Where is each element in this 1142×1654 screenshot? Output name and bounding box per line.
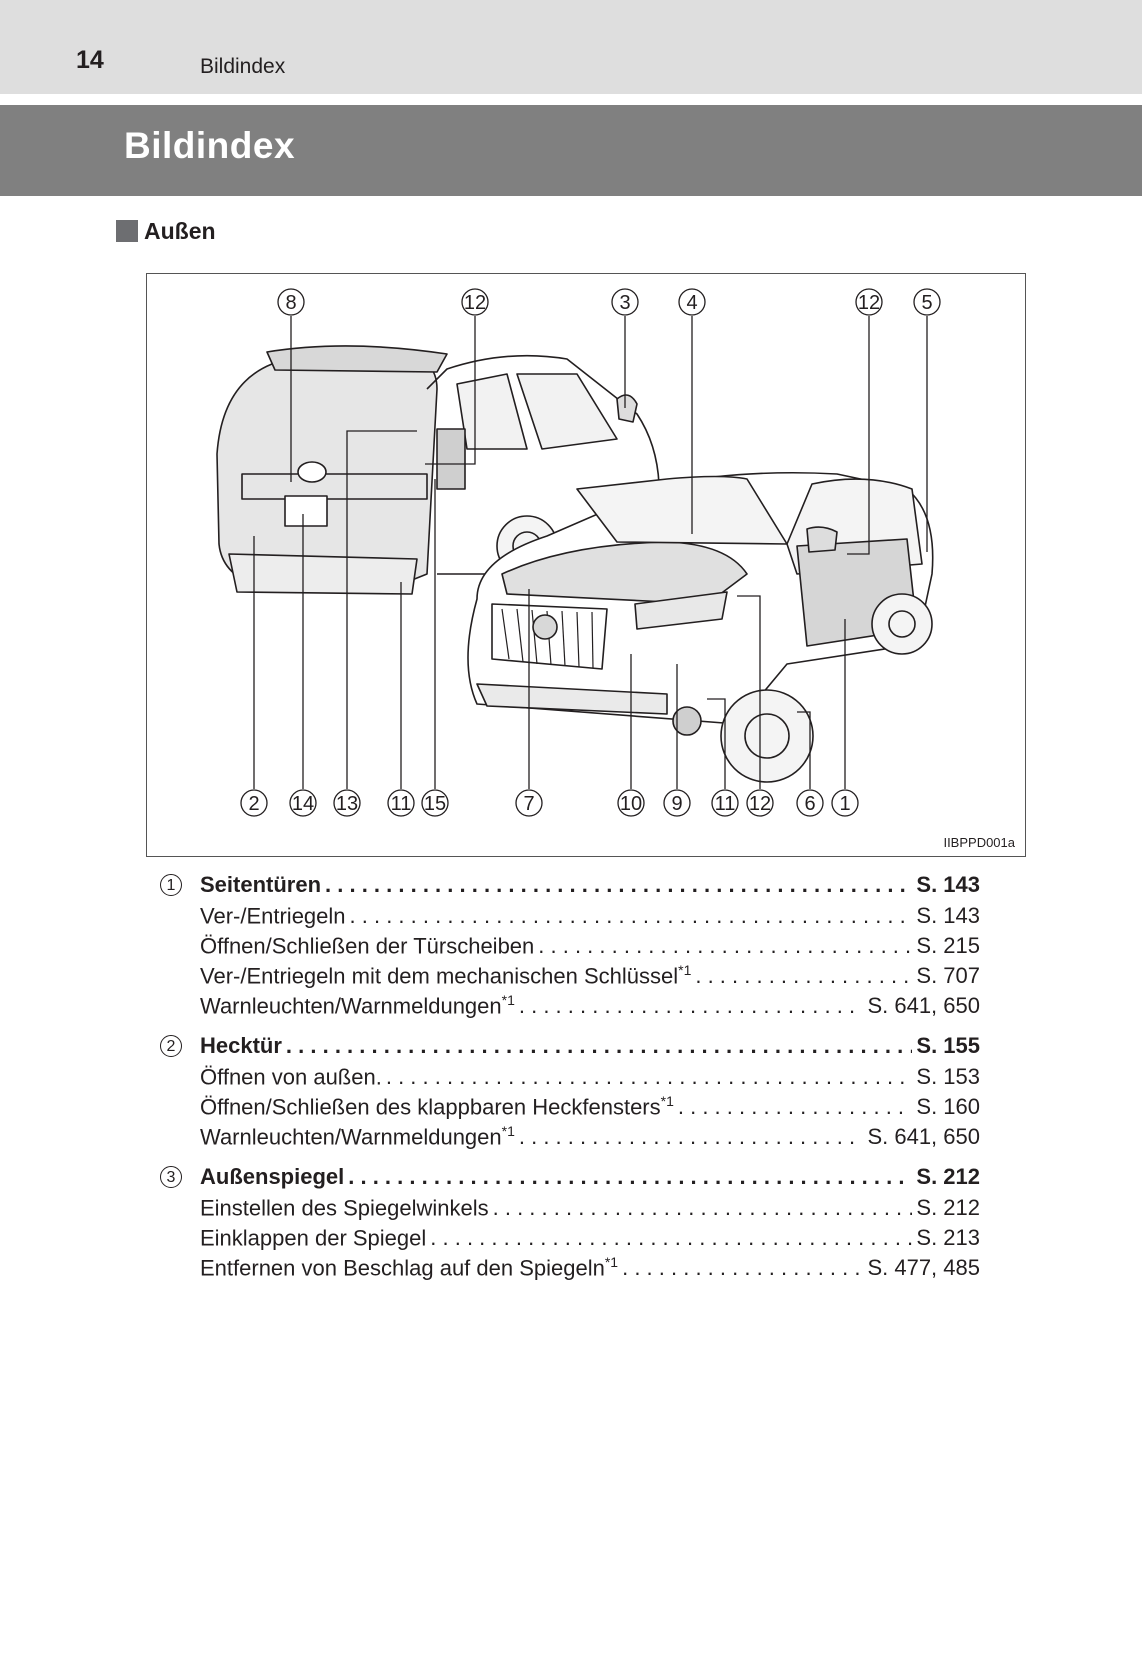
entry-label: Warnleuchten/Warnmeldungen*1 [200, 1123, 515, 1150]
callout-bottom-12-label: 1 [839, 793, 850, 815]
callout-bottom-11-label: 6 [804, 793, 815, 815]
callout-bottom-1-label: 2 [248, 793, 259, 815]
entry-page: S. 707 [916, 963, 980, 989]
index-group-3: 3 Außenspiegel S. 212 Einstellen des Spie… [160, 1164, 980, 1284]
entry-label: Entfernen von Beschlag auf den Spiegeln*… [200, 1254, 619, 1281]
entry-page: S. 641, 650 [867, 1124, 980, 1150]
callout-bottom-7-label: 10 [620, 793, 642, 815]
entry-label: Warnleuchten/Warnmeldungen*1 [200, 992, 515, 1019]
index-entry-main[interactable]: Hecktür S. 155 [200, 1033, 980, 1063]
index-entry[interactable]: Ver-/Entriegeln mit dem mechanischen Sch… [200, 962, 980, 992]
index-entry[interactable]: Einstellen des Spiegelwinkels S. 212 [200, 1194, 980, 1224]
section-square-icon [116, 220, 138, 242]
callout-bottom-11: 6 [796, 789, 824, 817]
entry-label: Öffnen/Schließen des klappbaren Heckfens… [200, 1093, 674, 1120]
callout-bottom-1: 2 [240, 789, 268, 817]
entry-page: S. 212 [916, 1164, 980, 1189]
index-entry[interactable]: Öffnen/Schließen des klappbaren Heckfens… [200, 1093, 980, 1123]
entry-page: S. 212 [916, 1195, 980, 1221]
entry-page: S. 641, 650 [867, 993, 980, 1019]
entry-page: S. 143 [916, 903, 980, 929]
callouts-bottom: 2 14 13 11 15 7 10 9 11 12 6 1 [240, 789, 859, 817]
callout-bottom-3: 13 [333, 789, 361, 817]
entry-label: Öffnen von außen. [200, 1064, 382, 1090]
entry-label: Hecktür [200, 1033, 282, 1058]
callout-top-2-label: 12 [464, 292, 486, 314]
entry-label: Ver-/Entriegeln mit dem mechanischen Sch… [200, 962, 692, 989]
entry-page: S. 477, 485 [867, 1255, 980, 1281]
callout-bottom-2: 14 [289, 789, 317, 817]
running-head: Bildindex [200, 55, 286, 78]
entry-label: Seitentüren [200, 872, 322, 897]
entry-page: S. 213 [916, 1225, 980, 1251]
callout-bottom-5: 15 [421, 789, 449, 817]
callout-bottom-9-label: 11 [715, 793, 736, 815]
callout-top-6-label: 5 [921, 292, 932, 314]
callout-bottom-4: 11 [387, 789, 415, 817]
callout-bottom-6-label: 7 [523, 793, 534, 815]
callout-bottom-12: 1 [831, 789, 859, 817]
entry-page: S. 153 [916, 1064, 980, 1090]
callout-bottom-8-label: 9 [671, 793, 682, 815]
vehicle-drawing: 8 12 3 4 12 5 2 14 13 11 15 7 10 9 11 12… [216, 288, 941, 817]
callout-bottom-8: 9 [663, 789, 691, 817]
entry-label: Einstellen des Spiegelwinkels [200, 1195, 489, 1221]
entry-label: Einklappen der Spiegel [200, 1225, 427, 1251]
page-number: 14 [76, 46, 104, 74]
index-entry[interactable]: Warnleuchten/Warnmeldungen*1 S. 641, 650 [200, 992, 980, 1022]
callout-top-1: 8 [277, 288, 305, 316]
entry-label: Öffnen/Schließen der Türscheiben [200, 933, 535, 959]
callout-bottom-7: 10 [617, 789, 645, 817]
index-entry-main[interactable]: Außenspiegel S. 212 [200, 1164, 980, 1194]
index-list: 1 Seitentüren S. 143 Ver-/Entriegeln S. 14… [160, 872, 980, 1295]
index-group-3-number: 3 [160, 1166, 182, 1188]
index-entry[interactable]: Öffnen/Schließen der Türscheiben S. 215 [200, 932, 980, 962]
entry-page: S. 155 [916, 1033, 980, 1058]
callout-bottom-6: 7 [515, 789, 543, 817]
callouts-top: 8 12 3 4 12 5 [277, 288, 941, 316]
index-group-1-number: 1 [160, 874, 182, 896]
callout-bottom-10-label: 12 [749, 793, 771, 815]
index-entry[interactable]: Öffnen von außen. S. 153 [200, 1063, 980, 1093]
header-bar: 14 Bildindex [0, 0, 1142, 94]
section-title: Außen [144, 217, 216, 244]
entry-label: Ver-/Entriegeln [200, 903, 346, 929]
callout-top-5: 12 [855, 288, 883, 316]
index-entry[interactable]: Einklappen der Spiegel S. 213 [200, 1224, 980, 1254]
entry-page: S. 215 [916, 933, 980, 959]
callout-bottom-2-label: 14 [292, 793, 314, 815]
index-entry[interactable]: Entfernen von Beschlag auf den Spiegeln*… [200, 1254, 980, 1284]
callout-top-2: 12 [461, 288, 489, 316]
callout-bottom-10: 12 [746, 789, 774, 817]
callout-bottom-5-label: 15 [424, 793, 446, 815]
callout-top-5-label: 12 [858, 292, 880, 314]
entry-page: S. 160 [916, 1094, 980, 1120]
callout-top-3-label: 3 [619, 292, 630, 314]
page-title: Bildindex [124, 125, 296, 166]
callout-top-1-label: 8 [285, 292, 296, 314]
index-group-2: 2 HecktürS. 155 Öffnen von außen.S. 153 … [160, 1033, 980, 1153]
entry-page: S. 143 [916, 872, 980, 897]
callout-top-6: 5 [913, 288, 941, 316]
callout-top-3: 3 [611, 288, 639, 316]
index-entry[interactable]: Warnleuchten/Warnmeldungen*1 S. 641, 650 [200, 1123, 980, 1153]
section-heading: Außen [116, 218, 216, 244]
index-entry[interactable]: Ver-/Entriegeln S. 143 [200, 902, 980, 932]
index-group-1: 1 Seitentüren S. 143 Ver-/Entriegeln S. 14… [160, 872, 980, 1022]
image-code: IIBPPD001a [943, 835, 1015, 850]
callout-top-4-label: 4 [686, 292, 697, 314]
entry-label: Außenspiegel [200, 1164, 345, 1189]
callout-bottom-3-label: 13 [336, 793, 358, 815]
callout-bottom-9: 11 [711, 789, 739, 817]
callout-top-4: 4 [678, 288, 706, 316]
vehicle-exterior-illustration: 8 12 3 4 12 5 2 14 13 11 15 7 10 9 11 12… [146, 273, 1026, 857]
index-group-2-number: 2 [160, 1035, 182, 1057]
title-band: Bildindex [0, 105, 1142, 196]
index-entry-main[interactable]: Seitentüren S. 143 [200, 872, 980, 902]
callout-bottom-4-label: 11 [391, 793, 412, 815]
